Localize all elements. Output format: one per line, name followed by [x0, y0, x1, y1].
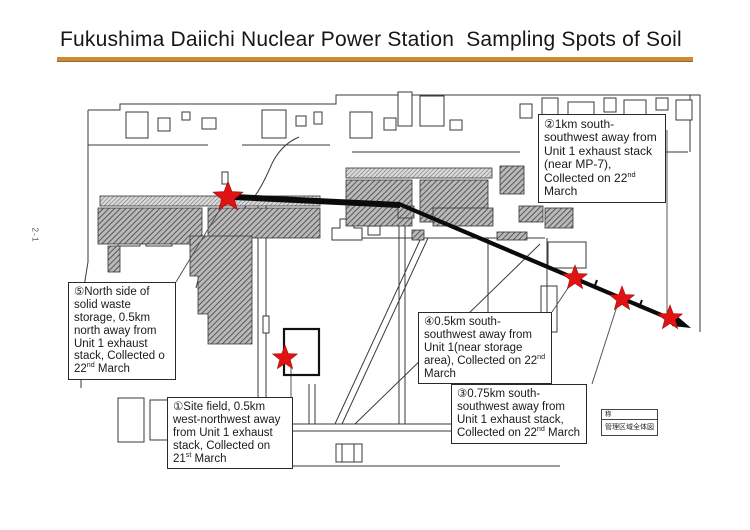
distance-arrow: [233, 194, 691, 328]
leader-lines: [175, 130, 668, 397]
sampling-star-icon: [608, 285, 636, 311]
sampling-star-icon: [212, 180, 244, 211]
title-underline: [57, 57, 693, 62]
sampling-star-icon: [271, 344, 299, 370]
sampling-stars: [212, 180, 684, 370]
annotation-box-3: ③0.75km south-southwest away from Unit 1…: [451, 384, 587, 444]
drawing-title-text: 管理区域全体図: [605, 424, 654, 431]
drawing-title-block: 称 管理区域全体図: [601, 409, 658, 436]
sampling-star-icon: [656, 304, 684, 330]
annotation-box-1: ①Site field, 0.5km west-northwest away f…: [167, 397, 293, 470]
annotation-box-2: ②1km south-southwest away from Unit 1 ex…: [538, 114, 666, 203]
map-buildings-hatched: [97, 165, 614, 345]
drawing-title-label: 称: [602, 410, 657, 420]
annotation-box-4: ④0.5km south-southwest away from Unit 1(…: [418, 312, 552, 385]
sampling-star-icon: [561, 264, 589, 290]
spot1-highlight-rect: [282, 327, 321, 377]
page-title: Fukushima Daiichi Nuclear Power Station …: [60, 28, 682, 51]
annotation-box-5: ⑤North side of solid waste storage, 0.5k…: [68, 282, 176, 381]
